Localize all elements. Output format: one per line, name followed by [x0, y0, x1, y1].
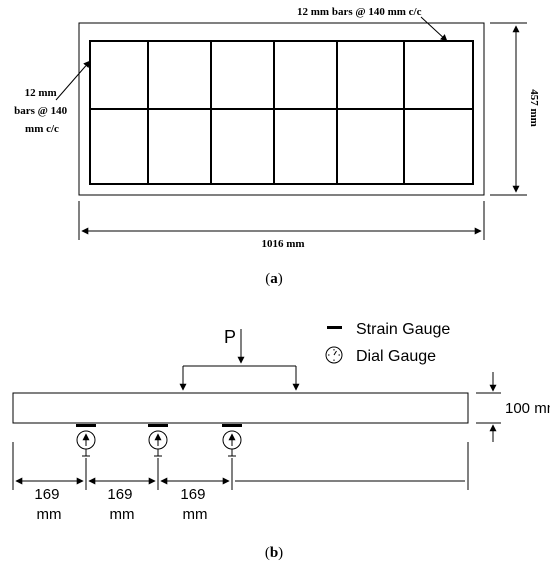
- spacing-label-1: 169 mm: [34, 486, 63, 523]
- width-dimension: [78, 201, 485, 240]
- left-bars-label: 12 mm bars @ 140 mm c/c: [14, 87, 70, 135]
- spacing-label-2: 169 mm: [107, 486, 136, 523]
- strain-gauges: [76, 424, 242, 427]
- left-bars-label-line3: mm c/c: [25, 123, 59, 135]
- caption-b: (b): [265, 545, 283, 561]
- dial-gauge: [222, 430, 242, 457]
- spacing-label-3: 169 mm: [180, 486, 209, 523]
- strain-gauge: [222, 424, 242, 427]
- depth-dimension-label: 100 mm: [505, 400, 550, 417]
- left-bars-leader: [55, 60, 91, 101]
- dial-gauge: [148, 430, 168, 457]
- dial-gauge-legend-label: Dial Gauge: [356, 348, 436, 365]
- beam: [12, 392, 469, 424]
- slab-outline: [78, 22, 485, 196]
- panel-b: Strain Gauge Dial Gauge P 100 mm: [12, 321, 550, 561]
- reinforcement-mesh: [89, 40, 474, 185]
- panel-a: 12 mm bars @ 140 mm c/c 12 mm bars @ 140…: [14, 6, 540, 287]
- spacing-dimension: [12, 442, 469, 490]
- depth-dimension: [476, 372, 501, 442]
- strain-gauge-legend-label: Strain Gauge: [356, 321, 450, 338]
- width-dimension-label: 1016 mm: [261, 238, 304, 250]
- dial-gauge: [76, 430, 96, 457]
- spreader-beam: [179, 365, 300, 391]
- strain-gauge-legend-symbol: [327, 326, 342, 329]
- top-bars-label: 12 mm bars @ 140 mm c/c: [297, 6, 422, 18]
- height-dimension-label: 457 mm: [528, 89, 540, 127]
- left-bars-label-line1: 12 mm: [25, 87, 57, 99]
- left-bars-label-line2: bars @ 140: [14, 105, 68, 117]
- strain-gauge: [148, 424, 168, 427]
- dial-gauge-legend-icon: [325, 346, 343, 364]
- height-dimension: [490, 22, 527, 196]
- top-bars-leader: [420, 16, 448, 42]
- strain-gauge: [76, 424, 96, 427]
- load-label: P: [224, 327, 236, 347]
- caption-a: (a): [265, 271, 283, 287]
